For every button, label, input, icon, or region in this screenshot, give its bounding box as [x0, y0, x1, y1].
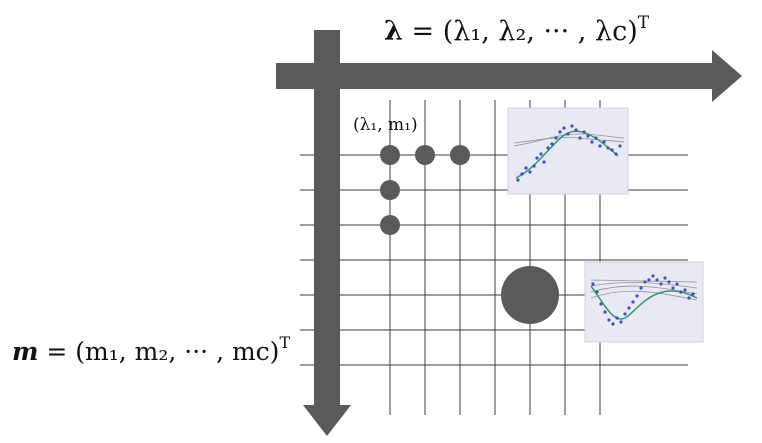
- inset-plot-top: [507, 107, 629, 195]
- grid-node: [450, 145, 470, 165]
- grid-pair-label: (λ₁, m₁): [353, 115, 418, 135]
- grid-node: [380, 180, 400, 200]
- lambda-vector-label: λ = (λ₁, λ₂, ··· , λc)T: [384, 13, 650, 47]
- grid-node-large: [501, 266, 559, 324]
- grid-nodes: [380, 145, 559, 324]
- down-arrow-icon: [303, 30, 351, 436]
- grid-node: [380, 215, 400, 235]
- right-arrow-icon: [276, 50, 742, 102]
- grid-node: [380, 145, 400, 165]
- inset-plot-bottom: [584, 261, 704, 343]
- grid-node: [415, 145, 435, 165]
- grid: [300, 100, 688, 415]
- m-vector-label: m = (m₁, m₂, ··· , mc)T: [12, 333, 290, 366]
